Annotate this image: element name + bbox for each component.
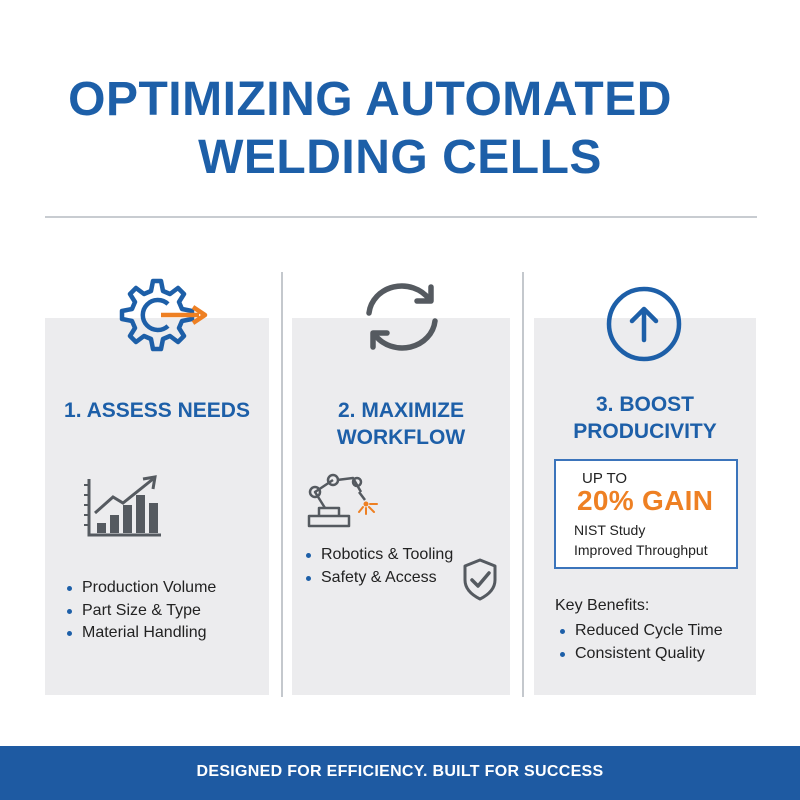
list-item: Production Volume	[66, 577, 216, 600]
column-divider-2	[522, 272, 524, 697]
heading-maximize-workflow-line-1: 2. MAXIMIZE	[337, 399, 464, 422]
stat-source: NIST Study	[574, 522, 646, 538]
list-item: Safety & Access	[305, 567, 453, 590]
heading-maximize-workflow-line-2: WORKFLOW	[336, 426, 466, 449]
maximize-workflow-list: Robotics & Tooling Safety & Access	[305, 544, 453, 589]
title-divider	[45, 216, 757, 218]
list-item: Part Size & Type	[66, 600, 216, 623]
stat-value: 20% GAIN	[577, 485, 714, 516]
footer-tagline: DESIGNED FOR EFFICIENCY. BUILT FOR SUCCE…	[196, 763, 604, 780]
throughput-stat-box: UP TO 20% GAIN NIST Study Improved Throu…	[554, 459, 738, 569]
list-item: Robotics & Tooling	[305, 544, 453, 567]
stat-prefix: UP TO	[582, 470, 628, 487]
key-benefits-list: Reduced Cycle Time Consistent Quality	[559, 620, 723, 665]
page-title-line-1: OPTIMIZING AUTOMATED	[68, 73, 672, 126]
list-item: Consistent Quality	[559, 643, 723, 666]
panel-maximize-workflow	[292, 318, 510, 695]
footer-banner: DESIGNED FOR EFFICIENCY. BUILT FOR SUCCE…	[0, 746, 800, 800]
heading-boost-productivity-line-2: PRODUCIVITY	[573, 420, 717, 443]
key-benefits-label: Key Benefits:	[555, 597, 650, 614]
sync-arrows-icon	[357, 277, 447, 357]
heading-assess-needs: 1. ASSESS NEEDS	[64, 399, 250, 422]
robotic-welder-icon	[303, 470, 383, 530]
list-item: Reduced Cycle Time	[559, 620, 723, 643]
bar-chart-trend-icon	[83, 473, 165, 541]
heading-boost-productivity-line-1: 3. BOOST	[595, 393, 695, 416]
list-item: Material Handling	[66, 622, 216, 645]
stat-description: Improved Throughput	[574, 542, 708, 558]
column-divider-1	[281, 272, 283, 697]
page-title-line-2: WELDING CELLS	[198, 131, 602, 184]
arrow-up-circle-icon	[604, 284, 684, 364]
shield-check-icon	[460, 556, 500, 602]
assess-needs-list: Production Volume Part Size & Type Mater…	[66, 577, 216, 645]
gear-arrow-icon	[113, 270, 213, 358]
